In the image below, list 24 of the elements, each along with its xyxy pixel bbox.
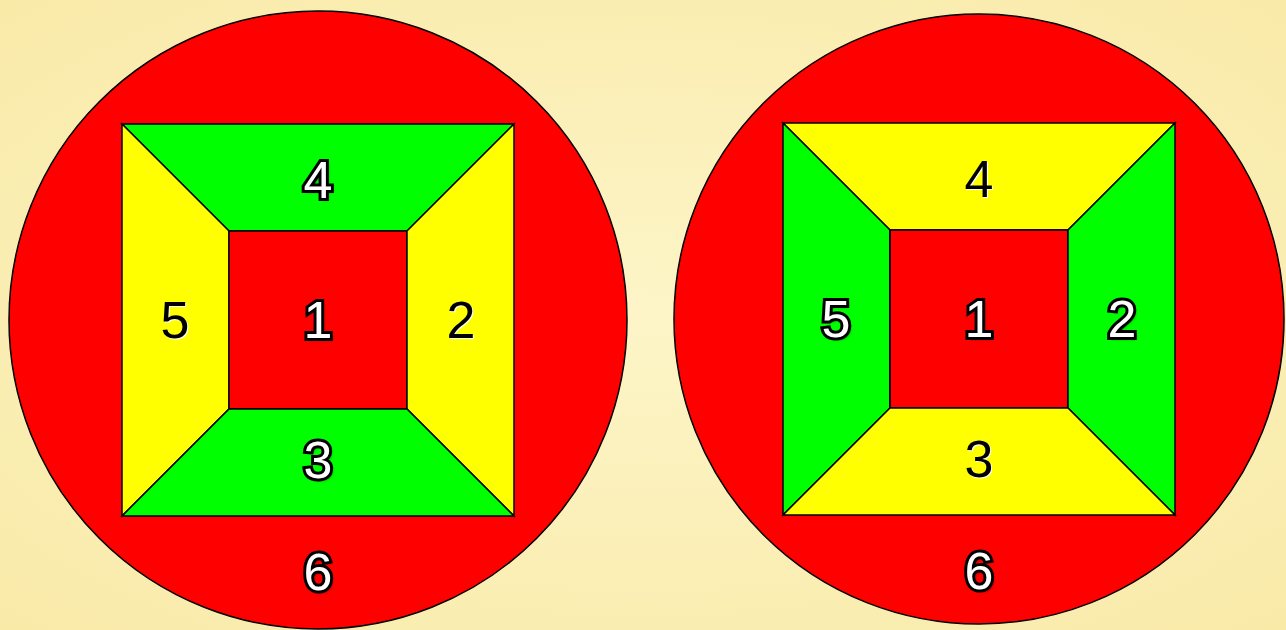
region-number: 5	[821, 293, 851, 345]
region-number: 2	[446, 294, 476, 346]
trapezoid-region	[122, 124, 229, 516]
square-region	[229, 231, 407, 409]
region-number: 4	[964, 153, 994, 205]
region-number: 6	[964, 545, 994, 597]
trapezoid-region	[122, 409, 514, 516]
region-number: 4	[303, 154, 333, 206]
circle-region	[673, 13, 1285, 625]
trapezoid-region	[783, 123, 1175, 230]
square-region	[890, 230, 1068, 408]
region-number: 1	[303, 294, 333, 346]
trapezoid-region	[783, 408, 1175, 515]
region-number: 3	[303, 434, 333, 486]
region-number: 3	[964, 433, 994, 485]
region-number: 1	[964, 293, 994, 345]
region-number: 6	[303, 546, 333, 598]
circle-region	[8, 10, 628, 630]
trapezoid-region	[783, 123, 890, 515]
trapezoid-region	[1068, 123, 1175, 515]
trapezoid-region	[122, 124, 514, 231]
region-number: 2	[1107, 293, 1137, 345]
region-number: 5	[160, 294, 190, 346]
trapezoid-region	[407, 124, 514, 516]
